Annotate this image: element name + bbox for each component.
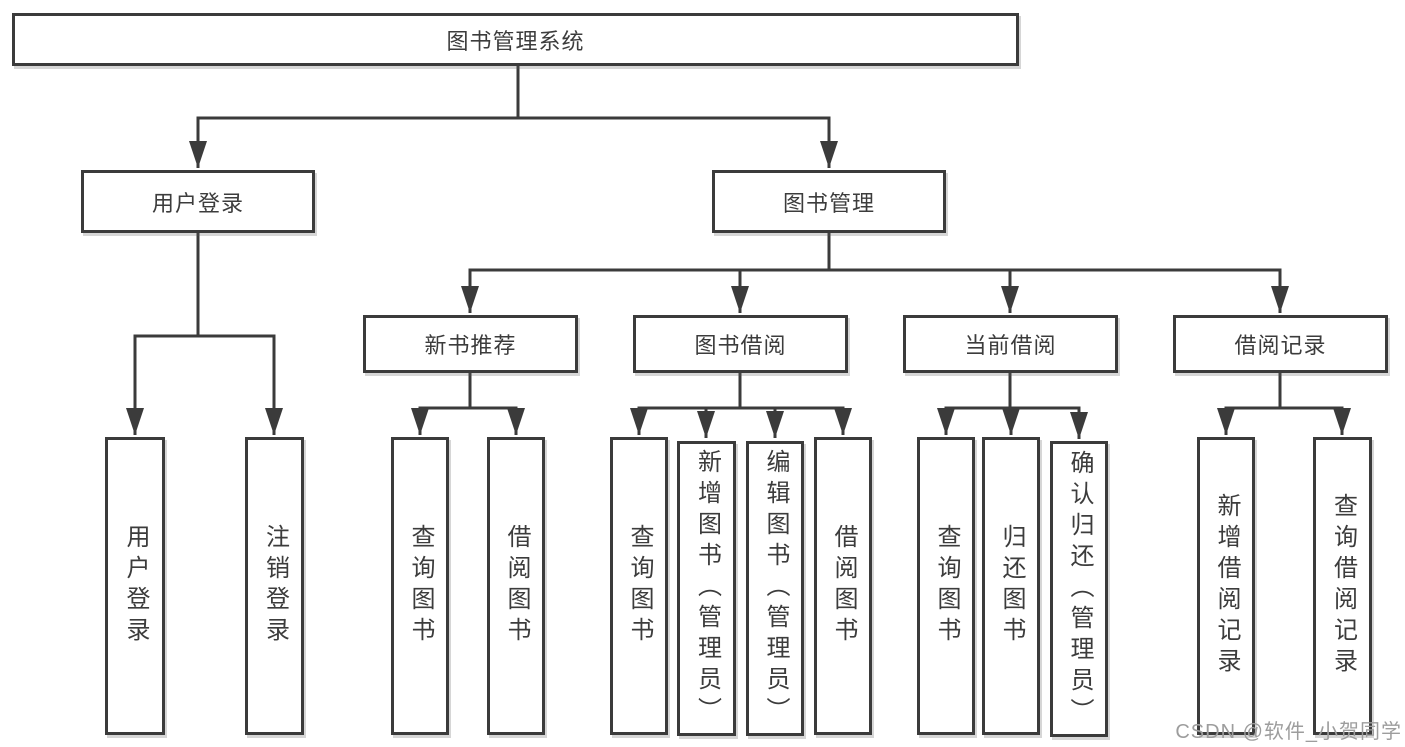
- node-user-login: 用户登录: [81, 170, 315, 233]
- node-root-system: 图书管理系统: [12, 13, 1019, 66]
- node-borrow-records: 借阅记录: [1173, 315, 1388, 373]
- leaf-query-borrow-record: 查询借阅记录: [1313, 437, 1372, 735]
- leaf-query-books-recommend: 查询图书: [391, 437, 449, 735]
- leaf-query-books-current: 查询图书: [917, 437, 975, 735]
- leaf-borrow-books-recommend: 借阅图书: [487, 437, 545, 735]
- leaf-add-borrow-record: 新增借阅记录: [1197, 437, 1255, 735]
- leaf-user-login: 用户登录: [105, 437, 165, 735]
- leaf-query-books-borrow: 查询图书: [610, 437, 668, 735]
- node-new-book-recommend: 新书推荐: [363, 315, 578, 373]
- leaf-borrow-books: 借阅图书: [814, 437, 872, 735]
- leaf-confirm-return-admin: 确认归还（管理员）: [1050, 441, 1108, 737]
- node-book-management: 图书管理: [712, 170, 946, 233]
- csdn-watermark: CSDN @软件_小贺同学: [1175, 721, 1402, 743]
- leaf-logout: 注销登录: [245, 437, 304, 735]
- leaf-edit-books-admin: 编辑图书（管理员）: [746, 441, 804, 736]
- leaf-add-books-admin: 新增图书（管理员）: [677, 441, 736, 736]
- node-book-borrow: 图书借阅: [633, 315, 848, 373]
- node-current-borrow: 当前借阅: [903, 315, 1118, 373]
- leaf-return-books: 归还图书: [982, 437, 1040, 735]
